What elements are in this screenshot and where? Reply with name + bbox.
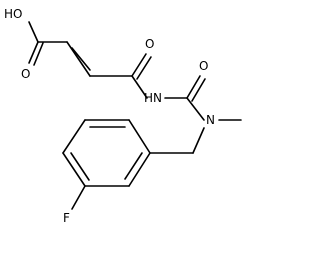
bond-c2-c3-a <box>66 41 91 77</box>
structure-drawing: HO O O HN O N F <box>0 0 260 259</box>
fluorine-label: F <box>63 211 70 225</box>
bond-urea-c-n <box>186 97 205 121</box>
ring-inner-2 <box>70 152 90 181</box>
bond-urea-co-a <box>186 75 201 99</box>
bond-c2-c3-b <box>71 47 91 71</box>
bond-carboxyl-co-a <box>28 41 39 64</box>
amide-carbonyl-oxygen-label: O <box>145 37 154 51</box>
bond-c4-nh <box>131 75 148 99</box>
ring-bond-3 <box>62 119 86 154</box>
bond-ring-f <box>71 185 86 210</box>
ring-bond-4 <box>62 152 86 187</box>
acid-carbonyl-oxygen-label: O <box>21 67 30 81</box>
urea-nitrogen-label: N <box>206 113 215 127</box>
imide-nitrogen-label: HN <box>144 91 162 105</box>
bond-urea-co-b <box>191 78 206 102</box>
background <box>0 0 260 259</box>
urea-carbonyl-oxygen-label: O <box>199 59 208 73</box>
bond-carboxyl-co-b <box>33 42 44 66</box>
bond-n-ch2 <box>192 127 205 154</box>
bond-amide-co-b <box>136 56 152 80</box>
bond-carboxyl-oh <box>28 21 39 43</box>
ring-bond-1 <box>128 119 151 154</box>
ring-inner-3 <box>124 152 143 180</box>
hydroxyl-label: HO <box>4 7 22 21</box>
ring-bond-6 <box>128 152 151 187</box>
bond-amide-co-a <box>131 53 147 77</box>
